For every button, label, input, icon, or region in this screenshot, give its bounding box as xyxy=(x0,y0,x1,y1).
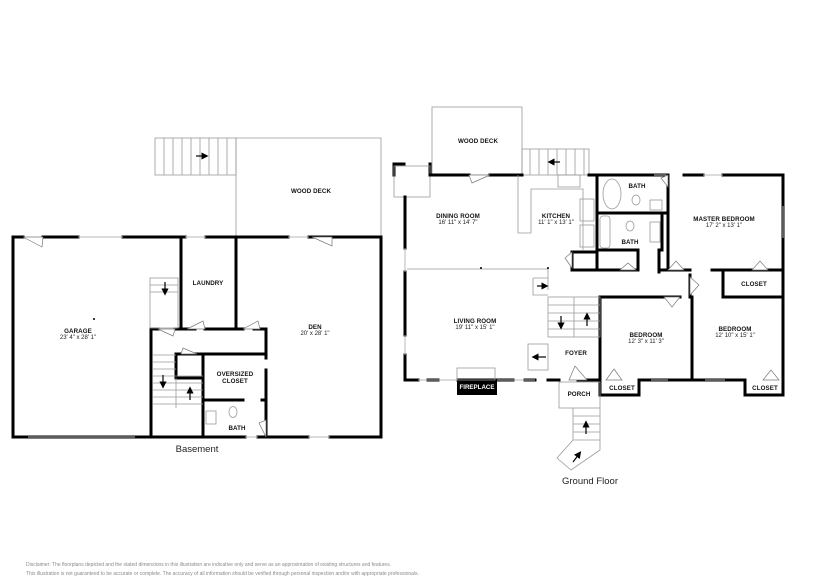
disclaimer-line-2: This illustration is not guaranteed to b… xyxy=(26,571,419,577)
basement-wood-deck-label: WOOD DECK xyxy=(290,188,332,195)
basement-deck-stairs xyxy=(154,137,237,176)
toilet-icon xyxy=(631,194,641,206)
door-icon xyxy=(619,262,637,271)
door-icon xyxy=(564,251,573,270)
bathtub-icon xyxy=(602,178,622,210)
laundry-label: LAUNDRY xyxy=(192,280,224,287)
door-icon xyxy=(311,236,333,247)
bathtub-icon xyxy=(599,215,611,249)
ground-floor-plan xyxy=(392,106,785,471)
master-closet-label: CLOSET xyxy=(741,281,767,288)
door-icon xyxy=(22,236,44,248)
door-icon xyxy=(660,174,669,189)
door-icon xyxy=(242,320,261,330)
door-icon xyxy=(258,419,267,438)
stair-arrow-icon xyxy=(572,451,582,463)
oversized-closet-label-line2: CLOSET xyxy=(222,378,248,385)
door-icon xyxy=(605,368,623,381)
ground-wood-deck-label: WOOD DECK xyxy=(457,138,499,145)
basement-interior-stairs xyxy=(149,277,203,408)
door-icon xyxy=(186,320,206,330)
bedroom-1-label: BEDROOM xyxy=(629,332,663,339)
basement-wood-deck-outline xyxy=(235,137,382,237)
ground-floor-title: Ground Floor xyxy=(562,476,618,487)
garage-label: GARAGE xyxy=(64,328,92,335)
door-icon xyxy=(663,296,681,308)
sink-icon xyxy=(649,199,663,211)
master-bedroom-label: MASTER BEDROOM xyxy=(693,216,755,223)
fireplace: FIREPLACE xyxy=(457,381,497,395)
toilet-icon xyxy=(228,406,238,418)
bedroom-1-dimensions: 12' 3" x 11' 3" xyxy=(628,339,664,345)
kitchen-dimensions: 11' 1" x 13' 1" xyxy=(538,220,574,226)
stove-icon xyxy=(579,198,595,222)
porch-label: PORCH xyxy=(567,391,591,398)
door-icon xyxy=(751,260,769,271)
porch-stairs xyxy=(556,408,601,471)
garage-dimensions: 23' 4" x 28' 1" xyxy=(59,335,97,341)
basement-title: Basement xyxy=(175,444,219,455)
master-bedroom-dimensions: 17' 2" x 13' 1" xyxy=(705,223,743,229)
fridge-icon xyxy=(579,224,595,248)
door-icon xyxy=(157,328,176,337)
door-icon xyxy=(568,365,588,381)
sink-icon xyxy=(205,410,217,425)
door-icon xyxy=(667,260,685,271)
dining-room-dimensions: 16' 11" x 14' 7" xyxy=(438,220,478,226)
dining-room-label: DINING ROOM xyxy=(436,213,480,220)
den-dimensions: 20' x 28' 1" xyxy=(300,331,330,337)
bedroom-1-closet-label: CLOSET xyxy=(609,385,635,392)
bedroom-2-closet-label: CLOSET xyxy=(752,385,778,392)
basement-plan xyxy=(11,137,383,439)
door-icon xyxy=(689,276,700,296)
lower-bath-label: BATH xyxy=(621,239,639,246)
disclaimer-line-1: Disclaimer: The floorplans depicted and … xyxy=(26,562,392,568)
door-icon xyxy=(762,369,780,381)
den-label: DEN xyxy=(308,324,322,331)
living-room-dimensions: 19' 11" x 15' 1" xyxy=(455,325,495,331)
basement-bath-label: BATH xyxy=(228,425,246,432)
kitchen-label: KITCHEN xyxy=(541,213,571,220)
living-room-label: LIVING ROOM xyxy=(453,318,497,325)
upper-bath-label: BATH xyxy=(628,183,646,190)
door-icon xyxy=(180,347,198,355)
sink-icon xyxy=(649,221,661,243)
ground-deck-stairs xyxy=(521,148,590,176)
ground-interior-stairs xyxy=(527,296,601,371)
bedroom-2-label: BEDROOM xyxy=(718,326,752,333)
oversized-closet-label-line1: OVERSIZED xyxy=(216,371,254,378)
bedroom-2-dimensions: 12' 10" x 15' 1" xyxy=(715,333,755,339)
toilet-icon xyxy=(625,220,635,232)
foyer-label: FOYER xyxy=(565,350,587,357)
door-icon xyxy=(468,174,491,184)
